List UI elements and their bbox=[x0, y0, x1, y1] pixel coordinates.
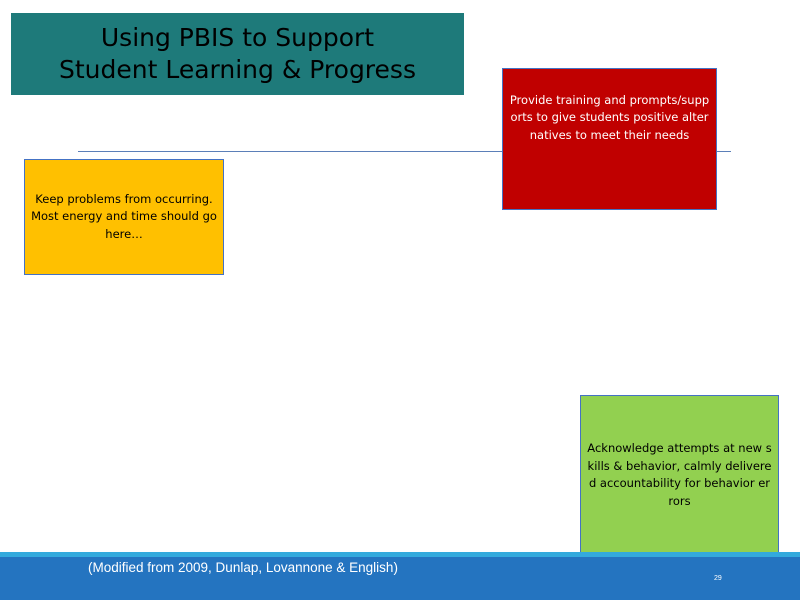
slide-title-box: Using PBIS to Support Student Learning &… bbox=[11, 13, 464, 95]
acknowledge-attempts-text: Acknowledge attempts at new skills & beh… bbox=[587, 441, 772, 508]
prevent-problems-box: Keep problems from occurring. Most energ… bbox=[24, 159, 224, 275]
acknowledge-attempts-box: Acknowledge attempts at new skills & beh… bbox=[580, 395, 779, 555]
citation-text: (Modified from 2009, Dunlap, Lovannone &… bbox=[88, 560, 398, 575]
training-prompts-text: Provide training and prompts/supports to… bbox=[509, 92, 710, 142]
page-number: 29 bbox=[714, 575, 722, 582]
footer-stripe bbox=[0, 552, 800, 557]
training-prompts-box: Provide training and prompts/supports to… bbox=[502, 68, 717, 210]
horizontal-divider bbox=[78, 151, 731, 152]
footer-bar bbox=[0, 557, 800, 600]
prevent-problems-text: Keep problems from occurring. Most energ… bbox=[31, 191, 217, 241]
slide-title: Using PBIS to Support Student Learning &… bbox=[59, 23, 416, 84]
